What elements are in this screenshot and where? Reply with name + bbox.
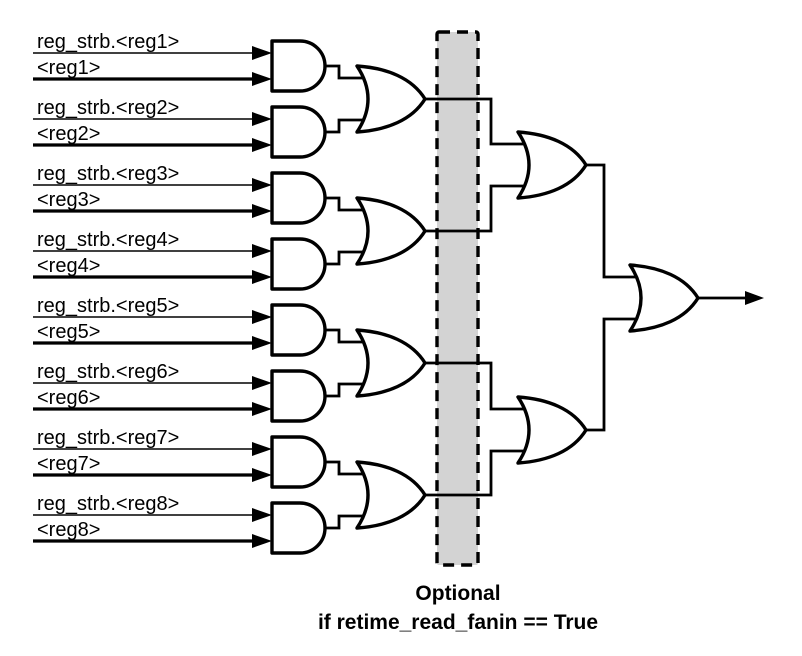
wire [325, 118, 372, 134]
input-label-strb: reg_strb.<reg6> [37, 361, 179, 383]
and-gate-8 [270, 501, 327, 555]
input-arrowhead-icon [252, 138, 272, 152]
or-gate-stage2-2 [516, 395, 588, 465]
wire [425, 361, 534, 411]
caption-condition: if retime_read_fanin == True [318, 611, 598, 634]
input-arrowhead-icon [252, 72, 272, 86]
or-gates-stage2 [516, 130, 588, 465]
output-net [698, 291, 764, 305]
input-row-3: reg_strb.<reg3> <reg3> [33, 163, 272, 218]
caption: Optional if retime_read_fanin == True [318, 582, 598, 634]
and-gates [270, 39, 327, 555]
caption-optional: Optional [415, 582, 500, 605]
and-gate-3 [270, 171, 327, 225]
input-label-reg: <reg8> [37, 519, 100, 541]
input-label-strb: reg_strb.<reg1> [37, 31, 179, 53]
wire [325, 64, 372, 80]
input-row-7: reg_strb.<reg7> <reg7> [33, 427, 272, 482]
and-gate-4 [270, 237, 327, 291]
input-arrowhead-icon [252, 442, 272, 456]
input-label-reg: <reg2> [37, 123, 100, 145]
wire [425, 184, 534, 233]
and-gate-6 [270, 369, 327, 423]
input-arrowhead-icon [252, 46, 272, 60]
wire [325, 196, 372, 212]
input-arrowhead-icon [252, 244, 272, 258]
input-label-strb: reg_strb.<reg3> [37, 163, 179, 185]
or-gate-stage1-2 [355, 196, 427, 266]
input-arrowhead-icon [252, 376, 272, 390]
or2-to-final-wires [586, 163, 649, 432]
or-gate-stage1-1 [355, 64, 427, 134]
and-gate-2 [270, 105, 327, 159]
input-label-reg: <reg7> [37, 453, 100, 475]
input-arrowhead-icon [252, 204, 272, 218]
input-label-strb: reg_strb.<reg4> [37, 229, 179, 251]
wire [325, 514, 372, 530]
input-label-reg: <reg3> [37, 189, 100, 211]
input-label-strb: reg_strb.<reg8> [37, 493, 179, 515]
optional-retime-box [435, 30, 480, 567]
or-gates-stage1 [355, 64, 427, 530]
input-arrowhead-icon [252, 534, 272, 548]
or-gate-stage2-1 [516, 130, 588, 200]
wire [425, 449, 534, 497]
input-row-5: reg_strb.<reg5> <reg5> [33, 295, 272, 350]
input-arrowhead-icon [252, 402, 272, 416]
input-label-strb: reg_strb.<reg5> [37, 295, 179, 317]
input-label-reg: <reg4> [37, 255, 100, 277]
or-gate-stage1-4 [355, 460, 427, 530]
input-arrowhead-icon [252, 310, 272, 324]
and-gate-7 [270, 435, 327, 489]
input-label-reg: <reg5> [37, 321, 100, 343]
input-row-6: reg_strb.<reg6> <reg6> [33, 361, 272, 416]
wire [325, 328, 372, 344]
input-arrowhead-icon [252, 178, 272, 192]
input-arrowhead-icon [252, 468, 272, 482]
and-to-or-wires [325, 64, 372, 530]
wire [586, 163, 649, 279]
input-arrowhead-icon [252, 336, 272, 350]
input-label-reg: <reg6> [37, 387, 100, 409]
input-row-8: reg_strb.<reg8> <reg8> [33, 493, 272, 548]
wire [325, 382, 372, 398]
and-gate-1 [270, 39, 327, 93]
input-arrowhead-icon [252, 270, 272, 284]
input-label-reg: <reg1> [37, 57, 100, 79]
and-gate-5 [270, 303, 327, 357]
input-label-strb: reg_strb.<reg2> [37, 97, 179, 119]
input-arrowhead-icon [252, 508, 272, 522]
output-arrowhead-icon [745, 291, 764, 305]
input-row-2: reg_strb.<reg2> <reg2> [33, 97, 272, 152]
or-gate-stage1-3 [355, 328, 427, 398]
wire [425, 97, 534, 146]
wire [325, 250, 372, 266]
wire [325, 460, 372, 476]
wire [586, 317, 649, 432]
or1-to-or2-wires [425, 97, 534, 497]
input-row-4: reg_strb.<reg4> <reg4> [33, 229, 272, 284]
input-label-strb: reg_strb.<reg7> [37, 427, 179, 449]
input-row-1: reg_strb.<reg1> <reg1> [33, 31, 272, 86]
or-gate-final [628, 263, 700, 333]
input-arrowhead-icon [252, 112, 272, 126]
